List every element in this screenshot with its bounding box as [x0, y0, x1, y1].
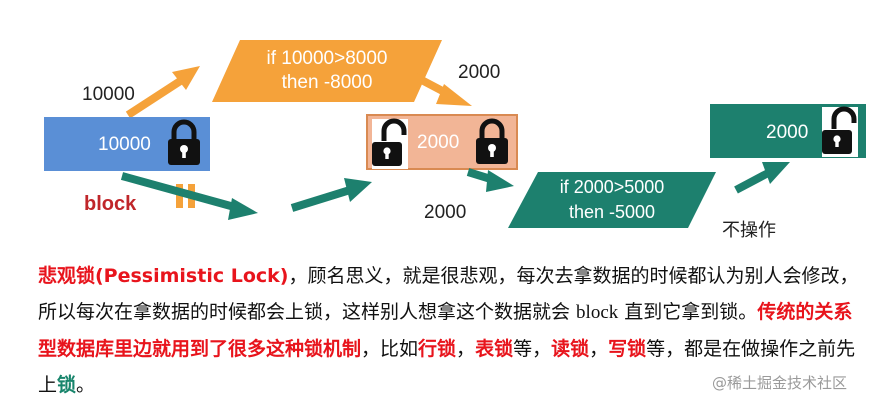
table-lock-term: 表锁: [475, 338, 514, 360]
middle-incoming-value: 2000: [458, 62, 500, 83]
orange-arrow-up: [125, 66, 200, 119]
text-segment: ，: [456, 338, 476, 360]
right-data-box: 2000: [710, 104, 866, 158]
bottom-condition-shape: if 2000>5000 then -5000: [508, 172, 716, 228]
right-box-value: 2000: [766, 122, 808, 143]
bottom-condition-line2: then -5000: [569, 202, 655, 222]
no-operation-label: 不操作: [722, 220, 776, 241]
text-segment: ，比如: [361, 338, 419, 360]
middle-box-value: 2000: [417, 132, 459, 153]
lock-word: 锁: [57, 374, 77, 396]
left-box-value: 10000: [98, 134, 151, 155]
text-segment: 等，都是在做操作之前先上: [38, 338, 856, 396]
orange-arrow-down: [412, 72, 472, 106]
text-segment: ，顾名思义，就是很悲观，每次去拿数据的时候都认为别人会修改，所以每次在拿数据的时…: [38, 265, 859, 323]
top-condition-line2: then -8000: [282, 72, 373, 93]
bottom-condition-line1: if 2000>5000: [560, 177, 665, 197]
description-paragraph: 悲观锁(Pessimistic Lock)，顾名思义，就是很悲观，每次去拿数据的…: [38, 258, 870, 403]
text-segment: 。: [76, 374, 96, 396]
text-segment: ，: [589, 338, 609, 360]
write-lock-term: 写锁: [608, 338, 647, 360]
block-word: block: [576, 302, 619, 323]
bottom-left-value: 2000: [424, 202, 466, 223]
teal-arrow-to-middle: [290, 178, 372, 212]
teal-arrow-down: [466, 168, 514, 192]
watermark: @稀土掘金技术社区: [712, 374, 848, 392]
text-segment: 直到它拿到锁。: [618, 301, 758, 323]
text-segment: 等，: [513, 338, 552, 360]
row-lock-term: 行锁: [418, 338, 457, 360]
lock-open-icon: [372, 119, 408, 169]
lock-open-icon: [822, 107, 858, 157]
block-label: block: [84, 193, 137, 215]
teal-arrow-left: [120, 172, 258, 220]
top-condition-shape: if 10000>8000 then -8000: [212, 40, 442, 102]
left-incoming-value: 10000: [82, 84, 135, 105]
teal-arrow-to-right: [734, 162, 790, 194]
highlight-sentence: 传统的关系型数据库里边就用到了很多这种锁机制: [38, 301, 853, 360]
left-data-box: 10000: [44, 117, 210, 171]
read-lock-term: 读锁: [551, 338, 590, 360]
term-pessimistic-lock: 悲观锁(Pessimistic Lock): [38, 265, 289, 287]
pessimistic-lock-diagram: if 10000>8000 then -8000 10000 2000 1000…: [44, 40, 866, 241]
middle-data-box: 2000: [366, 114, 518, 169]
top-condition-line1: if 10000>8000: [267, 48, 388, 69]
